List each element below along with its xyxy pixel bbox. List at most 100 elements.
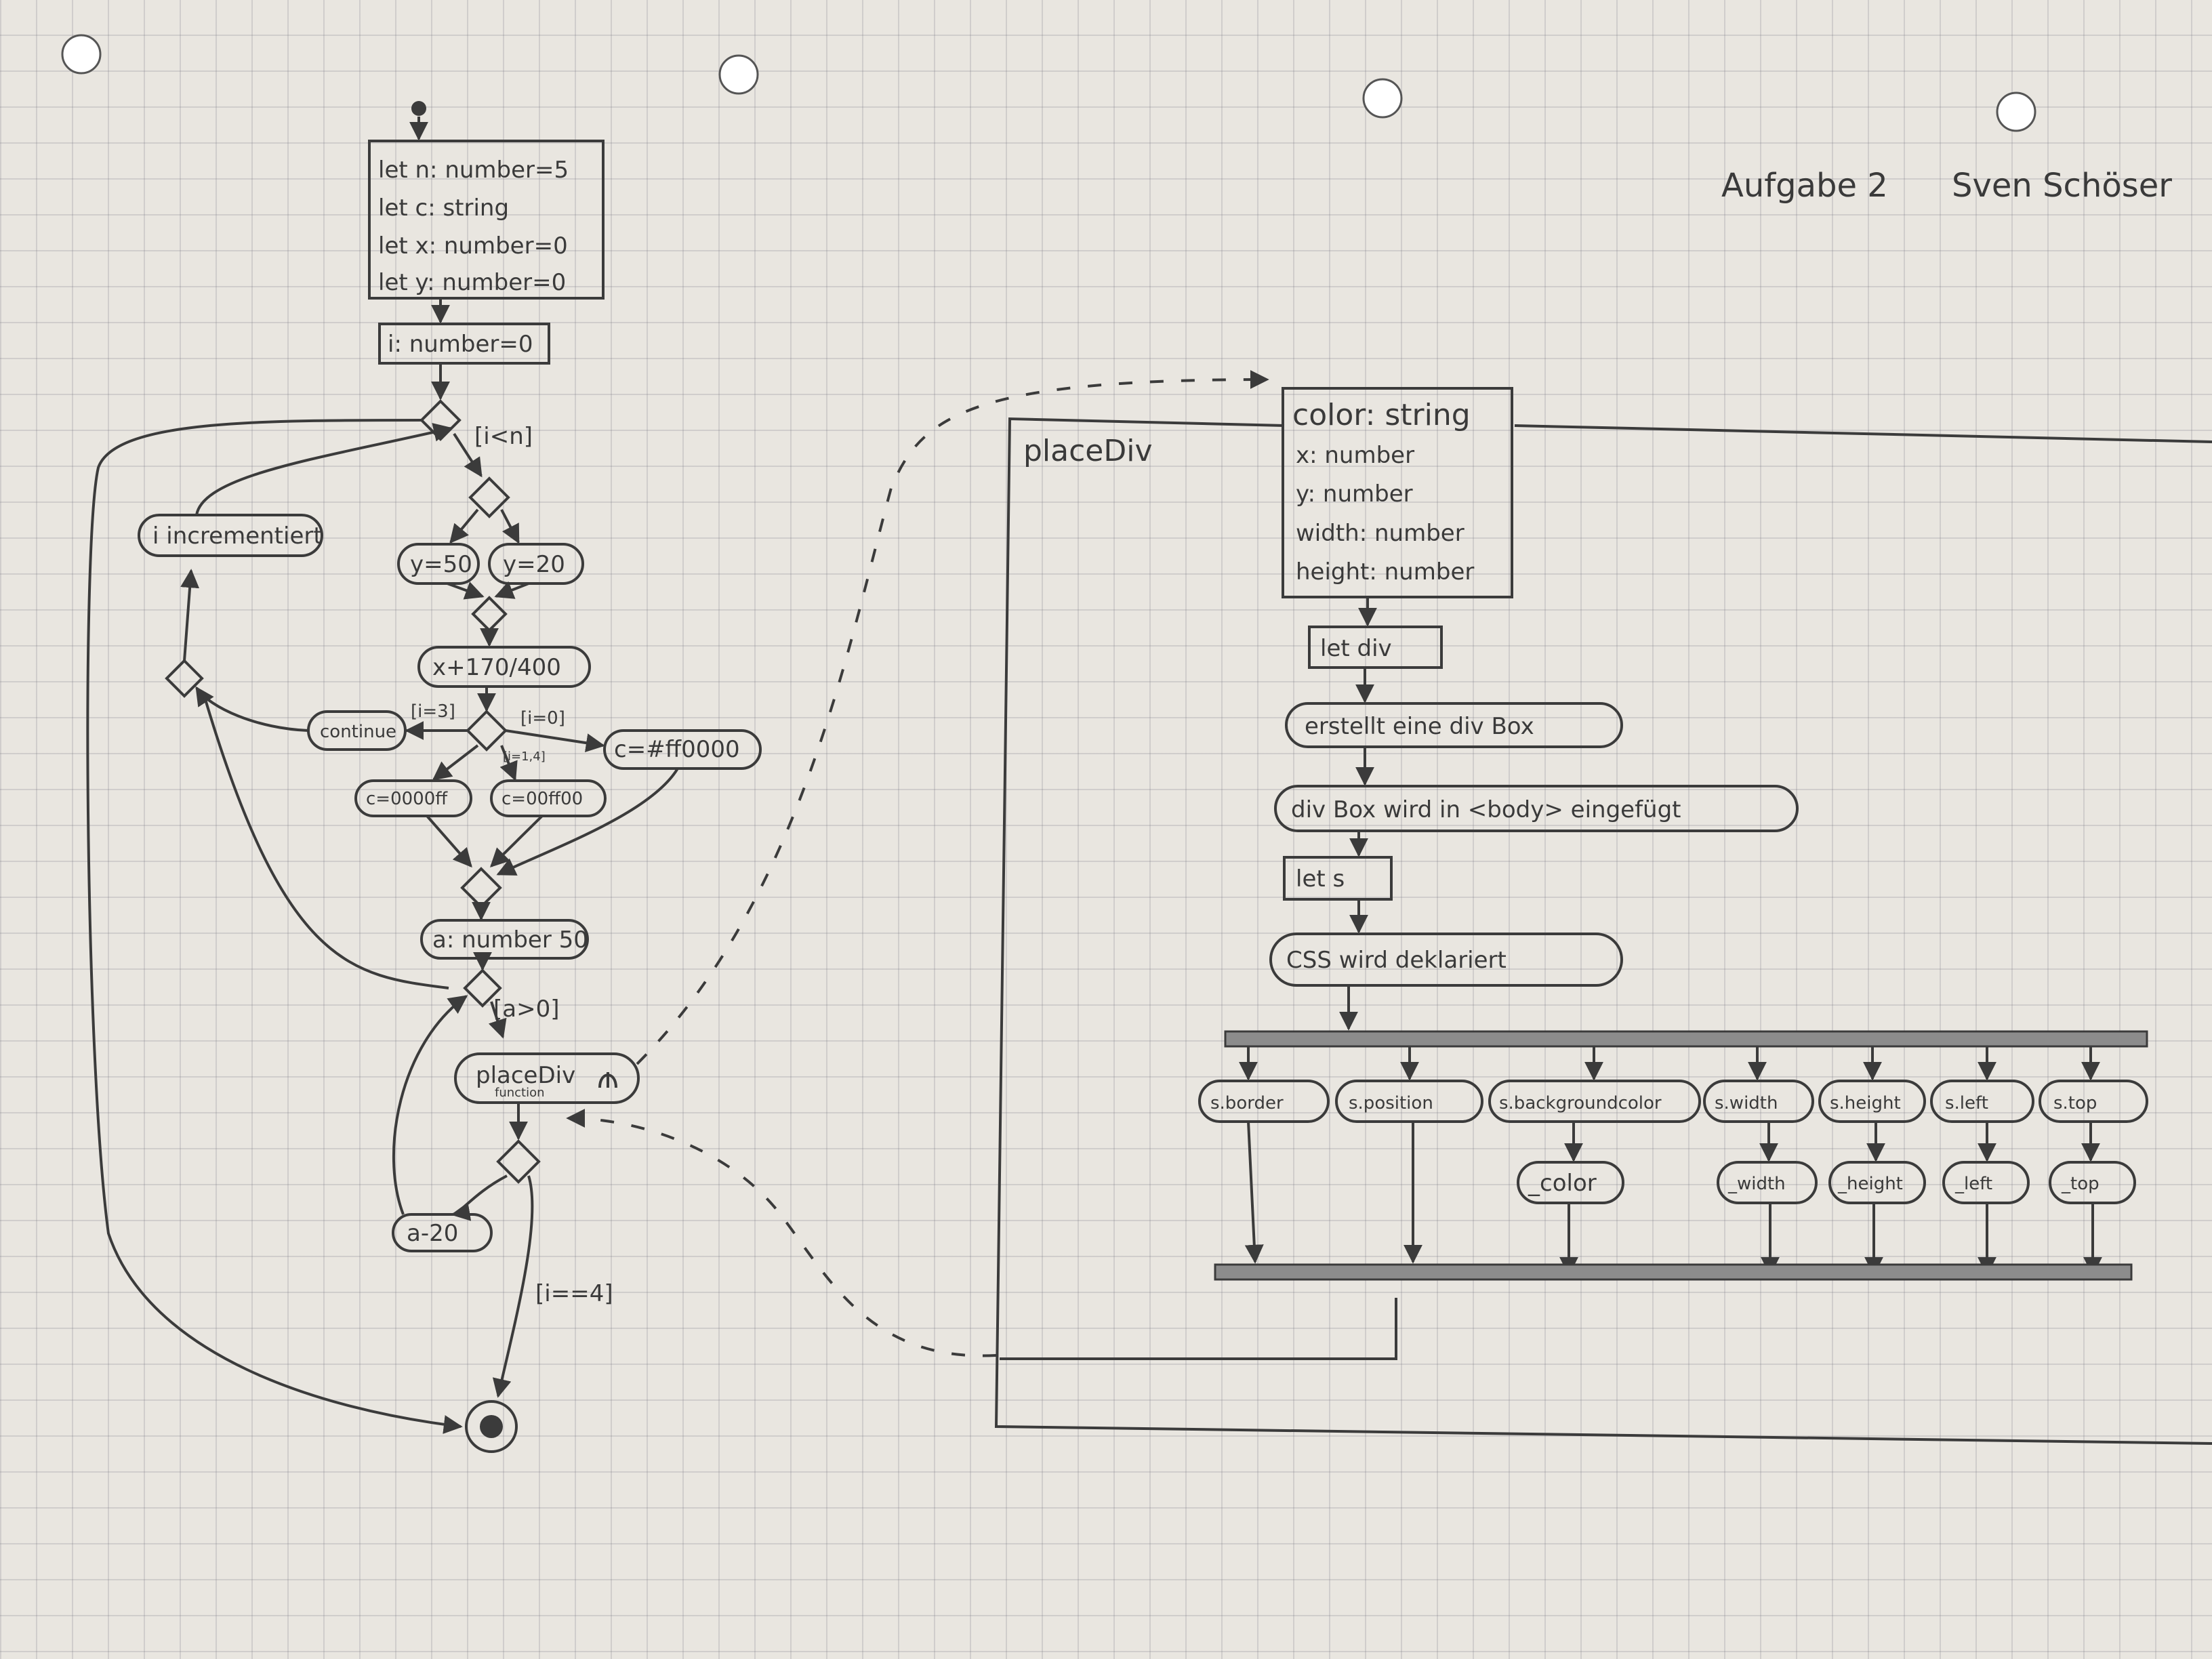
place-div-function: placeDiv color: string x: number y: numb… (994, 387, 2212, 1445)
value-left-label: _left (1954, 1174, 1992, 1194)
guard-i3: [i=3] (411, 701, 455, 722)
end-decision (496, 1139, 541, 1184)
let-s-box (1283, 856, 1393, 901)
place-div-call-sub: function (495, 1086, 545, 1100)
function-frame-top (1514, 424, 2212, 443)
a-init-label: a: number 50 (432, 926, 588, 954)
insert-div-label: div Box wird in <body> eingefügt (1291, 796, 1681, 823)
declaration-n: let n: number=5 (378, 157, 569, 184)
color-blue-label: c=0000ff (366, 789, 448, 809)
param-x: x: number (1296, 442, 1414, 469)
x-assign (417, 646, 591, 688)
let-div-box (1308, 626, 1443, 669)
prop-width-label: s.width (1715, 1093, 1778, 1113)
guard-end: [i==4] (535, 1280, 613, 1307)
let-s-label: let s (1296, 865, 1345, 893)
continue-label: continue (320, 722, 396, 742)
assignment-label: Aufgabe 2 (1721, 167, 1888, 205)
continue-merge (165, 659, 204, 698)
declarations-box (368, 140, 605, 300)
let-div-label: let div (1320, 635, 1392, 662)
value-height (1828, 1161, 1926, 1204)
color-decision (466, 710, 508, 752)
create-div-node (1285, 702, 1623, 748)
css-node (1269, 933, 1623, 987)
prop-position (1335, 1080, 1483, 1123)
a-init (420, 919, 589, 960)
y-assign-b (488, 543, 584, 585)
y-merge (471, 596, 508, 632)
author-name: Sven Schöser (1952, 167, 2172, 205)
y-decision (468, 476, 510, 518)
place-div-call (454, 1052, 640, 1104)
color-red-label: c=#ff0000 (614, 736, 740, 763)
y-assign-b-label: y=20 (503, 551, 565, 578)
y-assign-a-label: y=50 (410, 551, 472, 578)
parameters-box (1282, 387, 1513, 598)
main-flow: let n: number=5 let c: string let x: num… (86, 101, 762, 1453)
insert-div-node (1274, 785, 1799, 832)
prop-border-label: s.border (1210, 1093, 1284, 1113)
final-node-center (480, 1415, 503, 1438)
color-merge (460, 867, 502, 909)
declaration-y: let y: number=0 (378, 269, 566, 296)
function-frame (994, 417, 2212, 1445)
increment-node (138, 514, 323, 557)
binder-hole (718, 54, 759, 95)
color-red-node (603, 729, 762, 770)
a-decrement (392, 1213, 493, 1252)
value-color (1517, 1161, 1624, 1204)
fork-bar (1224, 1030, 2148, 1048)
call-rake-icon (598, 1072, 617, 1088)
prop-width (1703, 1080, 1814, 1123)
prop-backgroundcolor (1488, 1080, 1701, 1123)
param-width: width: number (1296, 520, 1465, 547)
color-green-label: c=00ff00 (501, 789, 583, 809)
create-div-label: erstellt eine div Box (1305, 713, 1534, 740)
prop-top-label: s.top (2053, 1093, 2097, 1113)
value-top-label: _top (2061, 1174, 2100, 1194)
prop-left (1930, 1080, 2034, 1123)
increment-label: i incrementiert (152, 523, 323, 550)
loop-init: i: number=0 (388, 331, 533, 358)
join-bar (1214, 1263, 2133, 1281)
prop-height (1818, 1080, 1926, 1123)
guard-i0: [i=0] (520, 708, 565, 729)
a-loop-exit (202, 692, 449, 989)
declaration-x: let x: number=0 (378, 232, 568, 260)
x-assign-label: x+170/400 (432, 654, 561, 681)
call-link-out (636, 370, 1269, 1065)
guard-a: [a>0] (493, 996, 559, 1023)
function-name: placeDiv (1023, 434, 1153, 468)
value-width-label: _width (1727, 1174, 1786, 1194)
prop-top (2039, 1080, 2148, 1123)
initial-node (411, 101, 426, 116)
prop-height-label: s.height (1830, 1093, 1901, 1113)
prop-left-label: s.left (1945, 1093, 1988, 1113)
place-div-call-label: placeDiv (476, 1062, 575, 1089)
declaration-c: let c: string (378, 194, 509, 222)
binder-hole (1996, 91, 2036, 132)
final-node (465, 1400, 518, 1453)
color-blue-node (354, 779, 472, 817)
binder-hole (61, 34, 102, 75)
call-link-return (566, 1109, 997, 1357)
css-label: CSS wird deklariert (1286, 947, 1507, 974)
color-green-node (490, 779, 607, 817)
prop-position-label: s.position (1349, 1093, 1433, 1113)
param-height: height: number (1296, 558, 1474, 586)
value-width (1717, 1161, 1818, 1204)
param-color: color: string (1292, 398, 1471, 432)
guard-loop: [i<n] (474, 423, 533, 450)
function-frame-inner (1000, 1298, 1397, 1360)
loop-init-box (378, 323, 550, 365)
a-decision (463, 968, 502, 1008)
value-height-label: _height (1837, 1174, 1903, 1194)
binder-hole (1362, 78, 1403, 119)
prop-backgroundcolor-label: s.backgroundcolor (1499, 1093, 1662, 1113)
value-color-label: _color (1528, 1170, 1597, 1197)
prop-border (1198, 1080, 1330, 1123)
y-assign-a (397, 543, 480, 585)
param-y: y: number (1296, 480, 1413, 508)
